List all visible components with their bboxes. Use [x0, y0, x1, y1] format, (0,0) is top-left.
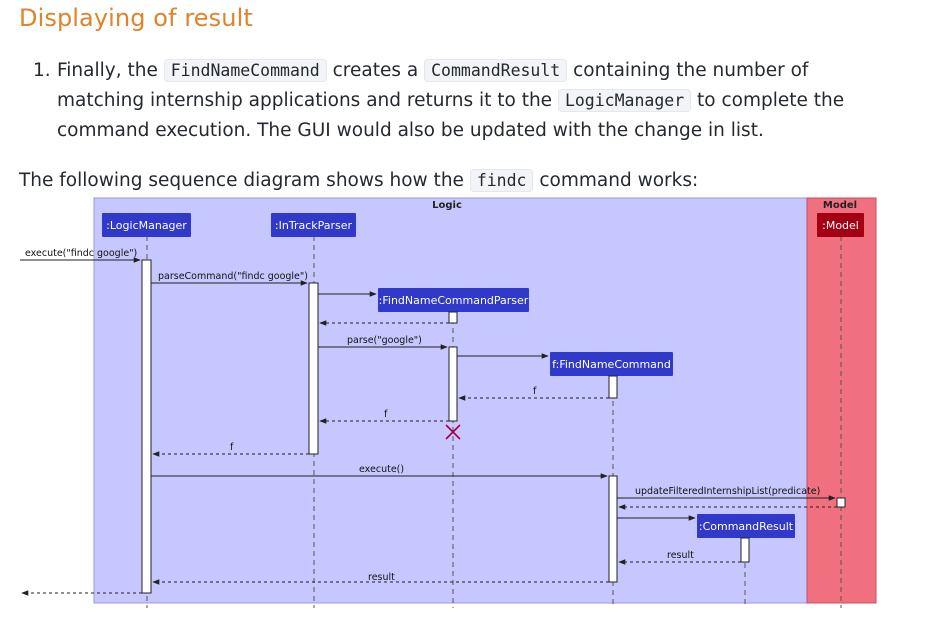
participant-find-command: f:FindNameCommand — [550, 352, 673, 376]
label-result1: result — [667, 550, 694, 561]
section-heading: Displaying of result — [19, 4, 253, 32]
intro-text: The following sequence diagram shows how… — [19, 170, 470, 191]
destroy-icon — [445, 424, 461, 440]
code-command-result: CommandResult — [424, 59, 568, 82]
activation-parser — [308, 282, 319, 455]
steps-list: 1. Finally, the FindNameCommand creates … — [33, 56, 863, 146]
participant-command-result: :CommandResult — [697, 514, 795, 538]
label-result2: result — [368, 572, 395, 583]
code-logic-manager: LogicManager — [557, 89, 692, 112]
code-find-name-command: FindNameCommand — [163, 59, 327, 82]
label-execute: execute() — [359, 464, 404, 475]
participant-parser: :InTrackParser — [271, 213, 356, 237]
label-parse-command: parseCommand("findc google") — [158, 271, 308, 282]
activation-model — [836, 497, 846, 508]
participant-label: :FindNameCommandParser — [379, 294, 529, 307]
label-return-f3: f — [230, 442, 234, 453]
sequence-diagram-svg: Logic Model :LogicManager :InTrackParser… — [20, 197, 877, 608]
activation-find-command-1 — [608, 375, 618, 399]
label-update-filtered: updateFilteredInternshipList(predicate) — [635, 486, 820, 497]
participant-logic-manager: :LogicManager — [102, 213, 191, 237]
participant-label: :CommandResult — [699, 520, 794, 533]
model-box-label: Model — [823, 200, 857, 211]
participant-label: :Model — [822, 219, 859, 232]
activation-logic-manager — [141, 259, 152, 594]
activation-command-result — [740, 537, 750, 563]
activation-find-parser-2 — [448, 346, 458, 422]
step-text-part: to complete the command execution. The G… — [57, 90, 845, 141]
step-text-part: Finally, the — [57, 60, 164, 81]
sequence-diagram: Logic Model :LogicManager :InTrackParser… — [0, 196, 941, 627]
participant-find-parser: :FindNameCommandParser — [378, 288, 529, 312]
participant-label: f:FindNameCommand — [552, 358, 671, 371]
activation-find-parser-1 — [448, 311, 458, 324]
participant-model: :Model — [817, 213, 864, 237]
step-text-part: containing the number of matching intern… — [57, 60, 809, 111]
logic-box-label: Logic — [432, 200, 462, 211]
step-number: 1. — [33, 60, 51, 81]
intro-text-end: command works: — [533, 170, 699, 191]
label-return-f1: f — [533, 386, 537, 397]
step-text-part: creates a — [326, 60, 425, 81]
label-return-f2: f — [384, 409, 388, 420]
step-text: Finally, the FindNameCommand creates a C… — [57, 56, 863, 146]
participant-label: :LogicManager — [106, 219, 187, 232]
diagram-intro: The following sequence diagram shows how… — [19, 166, 698, 196]
label-parse: parse("google") — [347, 335, 422, 346]
label-execute-in: execute("findc google") — [25, 248, 137, 259]
activation-find-command-2 — [608, 475, 618, 583]
code-findc: findc — [469, 169, 534, 192]
participant-label: :InTrackParser — [275, 219, 353, 232]
